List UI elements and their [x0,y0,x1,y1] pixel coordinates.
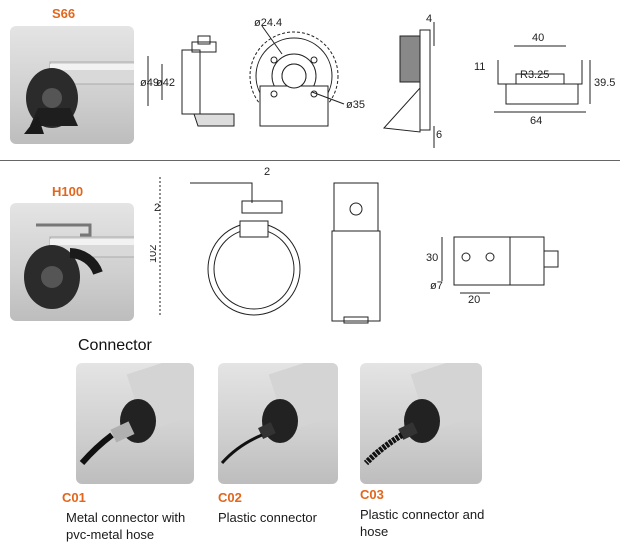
connector-c02-code: C02 [218,490,242,505]
dim-d49: ø49 [140,77,159,89]
dim-h100-d7: ø7 [430,280,443,292]
connector-c02-desc-line1: Plastic connector [218,510,317,525]
dim-t6: 6 [436,129,442,141]
dim-h395: 39.5 [594,77,615,89]
h100-photo [10,203,134,321]
dim-h100-h102: 102 [150,245,159,263]
dim-d24: ø24.4 [254,17,282,29]
connector-c02-photo [218,363,338,484]
h100-code: H100 [52,184,84,199]
connector-c03-code: C03 [360,487,384,502]
dim-h100-w20: 20 [468,294,480,306]
dim-h100-t2b: 2 [264,166,270,178]
dim-w64: 64 [530,115,542,127]
connector-heading: Connector [78,337,152,354]
h100-drawings: 2 2 102 30 ø7 20 [150,166,559,324]
connector-c01-desc-line2: pvc-metal hose [66,527,155,542]
connector-c01-desc-line1: Metal connector with [66,510,186,525]
dim-d35: ø35 [346,99,365,111]
s66-photo [10,26,134,144]
connector-c03-photo [360,363,482,484]
connector-c03-desc-line2: hose [360,524,389,539]
dim-w40: 40 [532,32,544,44]
dim-t4: 4 [426,13,432,25]
dim-r: R3.25 [520,69,549,81]
connector-c03-desc-line1: Plastic connector and [360,507,485,522]
dim-h11: 11 [474,61,485,73]
section-divider [0,160,620,161]
dim-h100-t2a: 2 [154,202,160,214]
dim-h100-h30: 30 [426,252,438,264]
dim-d42: ø42 [156,77,175,89]
connector-c01-code: C01 [62,490,86,505]
s66-code: S66 [52,6,76,21]
connector-c01-photo [76,363,194,484]
s66-drawings: ø49 ø42 ø24.4 ø35 4 6 40 11 R3.25 39.5 6… [140,13,615,148]
